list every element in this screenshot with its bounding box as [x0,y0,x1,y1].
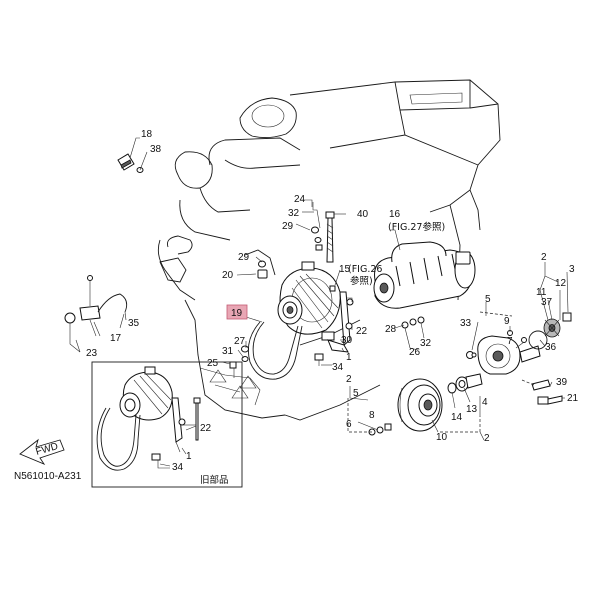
callout-9: 9 [504,316,510,327]
callout-31: 31 [222,346,234,357]
callout-14: 14 [451,412,463,423]
callout-19: 19 [231,308,243,319]
v-belt [247,321,303,380]
callout-36: 36 [545,342,557,353]
reference-fig26-b: 参照) [350,275,373,287]
callout-38: 38 [150,144,162,155]
callout-32-upper: 32 [288,208,300,219]
callout-13: 13 [466,404,478,415]
starter-bolts [401,316,425,351]
oil-pressure-switch [64,275,128,353]
callout-20: 20 [222,270,234,281]
callout-11: 11 [536,287,547,298]
mounting-hardware [229,202,332,378]
callout-17: 17 [110,333,122,344]
alternator [277,261,341,341]
pulley-bolts [368,423,392,436]
long-bolt [325,211,346,263]
callout-12: 12 [555,278,567,289]
callout-40: 40 [357,209,369,220]
callout-8: 8 [369,410,375,421]
reference-fig27: (FIG.27参照) [388,221,445,233]
old-parts-inset [91,361,243,488]
leader-lines [75,199,569,467]
callout-24: 24 [294,194,306,205]
callout-6: 6 [346,419,352,430]
callout-26: 26 [409,347,421,358]
callout-22-main: 22 [356,326,368,337]
callout-23: 23 [86,348,98,359]
starter-motor [373,229,476,309]
callout-15: 15 [339,264,351,275]
callout-39: 39 [556,377,568,388]
highlight-19 [226,304,248,320]
inset-caption: 旧部品 [200,474,229,486]
callout-2-lower: 2 [346,374,352,385]
callout-33: 33 [460,318,472,329]
callout-22-inset: 22 [200,423,212,434]
water-pump [466,312,572,405]
engine-block [157,79,501,421]
callout-34-inset: 34 [172,462,184,473]
callout-27: 27 [234,336,246,347]
callout-5-right: 5 [485,294,491,305]
callout-4: 4 [482,397,488,408]
callout-28: 28 [385,324,397,335]
drawing-code: N561010-A231 [14,471,82,482]
callout-25: 25 [207,358,219,369]
callout-1-main: 1 [346,352,352,363]
callout-35: 35 [128,318,140,329]
callout-2-right: 2 [541,252,547,263]
callout-29-left: 29 [238,252,250,263]
adjusting-bracket [327,285,354,353]
callout-7: 7 [507,336,513,347]
callout-2-bottom: 2 [484,433,490,444]
callout-37: 37 [541,297,553,308]
callout-5-lower: 5 [353,388,359,399]
callout-16: 16 [389,209,401,220]
callout-1-inset: 1 [186,451,192,462]
callout-18: 18 [141,129,153,140]
callout-32-lower: 32 [420,338,432,349]
callout-29-upper: 29 [282,221,294,232]
callout-10: 10 [436,432,448,443]
callout-21: 21 [567,393,579,404]
temperature-sender [117,137,148,173]
fwd-arrow [19,438,65,465]
callout-3: 3 [569,264,575,275]
crank-pulley [397,373,483,432]
callout-34-main: 34 [332,362,344,373]
reference-fig26-a: (FIG.26 [348,264,382,275]
callout-30: 30 [341,335,353,346]
